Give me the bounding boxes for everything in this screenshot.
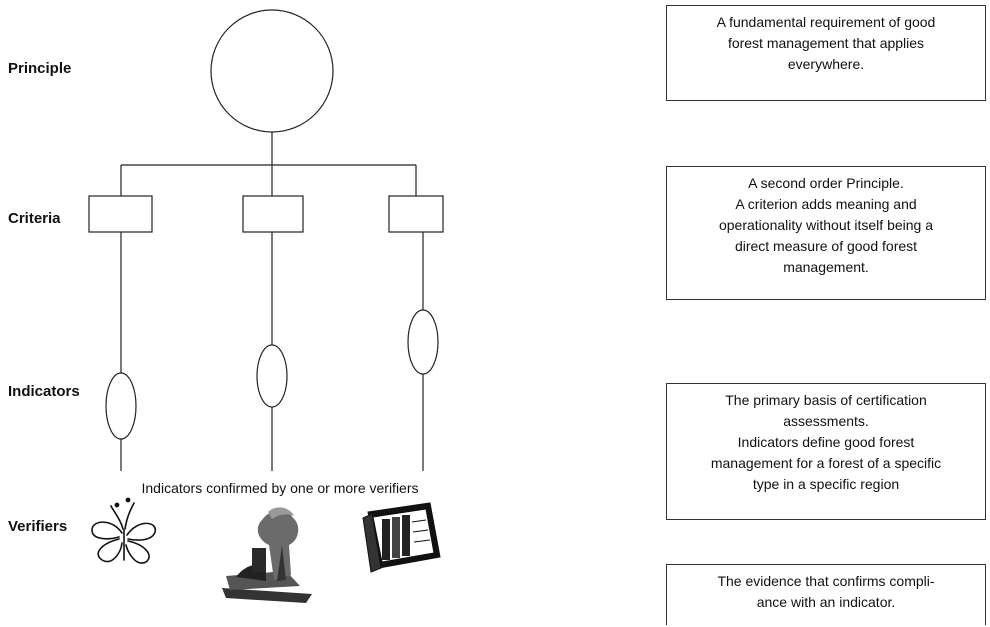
level-label-principle: Principle bbox=[8, 60, 72, 77]
definition-box-verifiers: The evidence that confirms compli- ance … bbox=[666, 564, 986, 625]
indicator-node-middle bbox=[256, 344, 288, 408]
document-binders-icon bbox=[362, 502, 441, 573]
definition-line: A criterion adds meaning and bbox=[735, 196, 917, 212]
definition-line: operationality without itself being a bbox=[718, 217, 934, 233]
definition-line: The primary basis of certification bbox=[725, 392, 927, 408]
definition-box-principle: A fundamental requirement of good forest… bbox=[666, 5, 986, 101]
definition-line: assessments. bbox=[783, 413, 869, 429]
definition-line: Indicators define good forest bbox=[737, 434, 915, 450]
definition-line: direct measure of good forest bbox=[734, 238, 918, 254]
definition-box-criteria: A second order Principle. A criterion ad… bbox=[666, 166, 986, 300]
field-equipment-icon bbox=[222, 507, 312, 603]
hierarchy-diagram bbox=[88, 9, 444, 603]
level-label-criteria: Criteria bbox=[8, 210, 61, 227]
criterion-node-middle bbox=[242, 195, 304, 233]
indicator-node-left bbox=[105, 372, 137, 440]
definition-line: The evidence that confirms compli- bbox=[717, 573, 935, 589]
definition-line: type in a specific region bbox=[752, 476, 900, 492]
butterfly-icon bbox=[91, 497, 156, 564]
definition-line: management for a forest of a specific bbox=[710, 455, 942, 471]
criterion-node-left bbox=[88, 195, 153, 233]
definition-line: ance with an indicator. bbox=[756, 594, 896, 610]
definition-line: everywhere. bbox=[787, 56, 865, 72]
principle-node bbox=[210, 9, 334, 133]
definition-line: forest management that applies bbox=[727, 35, 925, 51]
definition-line: A second order Principle. bbox=[748, 175, 904, 191]
indicators-verifiers-caption: Indicators confirmed by one or more veri… bbox=[141, 480, 419, 496]
definition-line: A fundamental requirement of good bbox=[716, 14, 936, 30]
criterion-node-right bbox=[388, 195, 444, 233]
definition-box-indicators: The primary basis of certification asses… bbox=[666, 383, 986, 520]
level-label-indicators: Indicators bbox=[8, 383, 80, 400]
indicator-node-right bbox=[407, 309, 439, 375]
level-label-verifiers: Verifiers bbox=[8, 518, 68, 535]
definition-line: management. bbox=[783, 259, 869, 275]
